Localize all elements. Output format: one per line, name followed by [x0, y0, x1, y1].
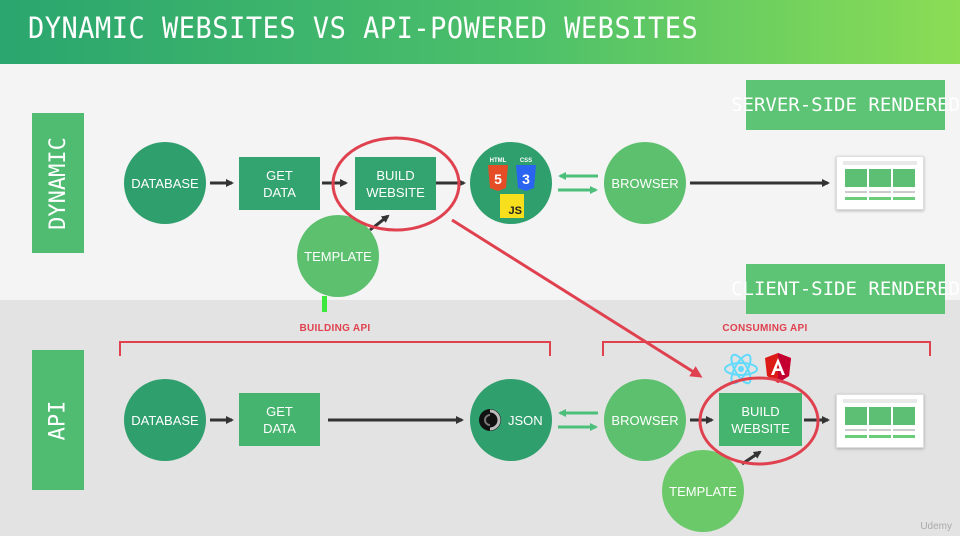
- consuming-api-bracket: [602, 341, 931, 356]
- header-bar: DYNAMIC WEBSITES VS API-POWERED WEBSITES: [0, 0, 960, 64]
- website-thumbnail-dynamic: [836, 156, 924, 210]
- angular-icon: [765, 353, 791, 383]
- slide-title: DYNAMIC WEBSITES VS API-POWERED WEBSITES: [28, 12, 699, 46]
- css3-icon: CSS 3: [516, 158, 536, 191]
- api-label: API: [32, 350, 84, 490]
- json-icon: [479, 409, 501, 431]
- get-data-node-dynamic: GET DATA: [239, 157, 320, 210]
- css-number: 3: [522, 171, 530, 187]
- annotation-arrow: [451, 218, 703, 378]
- udemy-watermark: Udemy: [920, 521, 952, 532]
- browser-node-dynamic: BROWSER: [604, 142, 686, 224]
- building-api-label: BUILDING API: [299, 323, 371, 334]
- server-side-rendered-tag: SERVER-SIDE RENDERED: [731, 80, 960, 130]
- html-label: HTML: [490, 158, 507, 164]
- browser-node-api: BROWSER: [604, 379, 686, 461]
- website-thumbnail-api: [836, 394, 924, 448]
- client-side-rendered-tag: CLIENT-SIDE RENDERED: [731, 264, 960, 314]
- json-label: JSON: [508, 413, 543, 428]
- highlight-ellipse-api: [698, 376, 820, 466]
- html5-icon: HTML 5: [488, 158, 508, 191]
- template-node-dynamic: TEMPLATE: [297, 215, 379, 297]
- progress-marker: [322, 296, 327, 312]
- html-number: 5: [494, 171, 502, 187]
- js-label: JS: [508, 205, 522, 217]
- building-api-bracket: [119, 341, 551, 356]
- dynamic-label: DYNAMIC: [32, 113, 84, 253]
- template-node-api: TEMPLATE: [662, 450, 744, 532]
- build-website-node-api: BUILD WEBSITE: [719, 393, 802, 446]
- js-icon: JS: [500, 194, 524, 218]
- get-data-node-api: GET DATA: [239, 393, 320, 446]
- database-node-api: DATABASE: [124, 379, 206, 461]
- css-label: CSS: [520, 158, 532, 164]
- json-node: JSON: [470, 379, 552, 461]
- highlight-ellipse-dynamic: [331, 136, 461, 232]
- build-website-node-dynamic: BUILD WEBSITE: [355, 157, 436, 210]
- database-node-dynamic: DATABASE: [124, 142, 206, 224]
- consuming-api-label: CONSUMING API: [722, 323, 808, 334]
